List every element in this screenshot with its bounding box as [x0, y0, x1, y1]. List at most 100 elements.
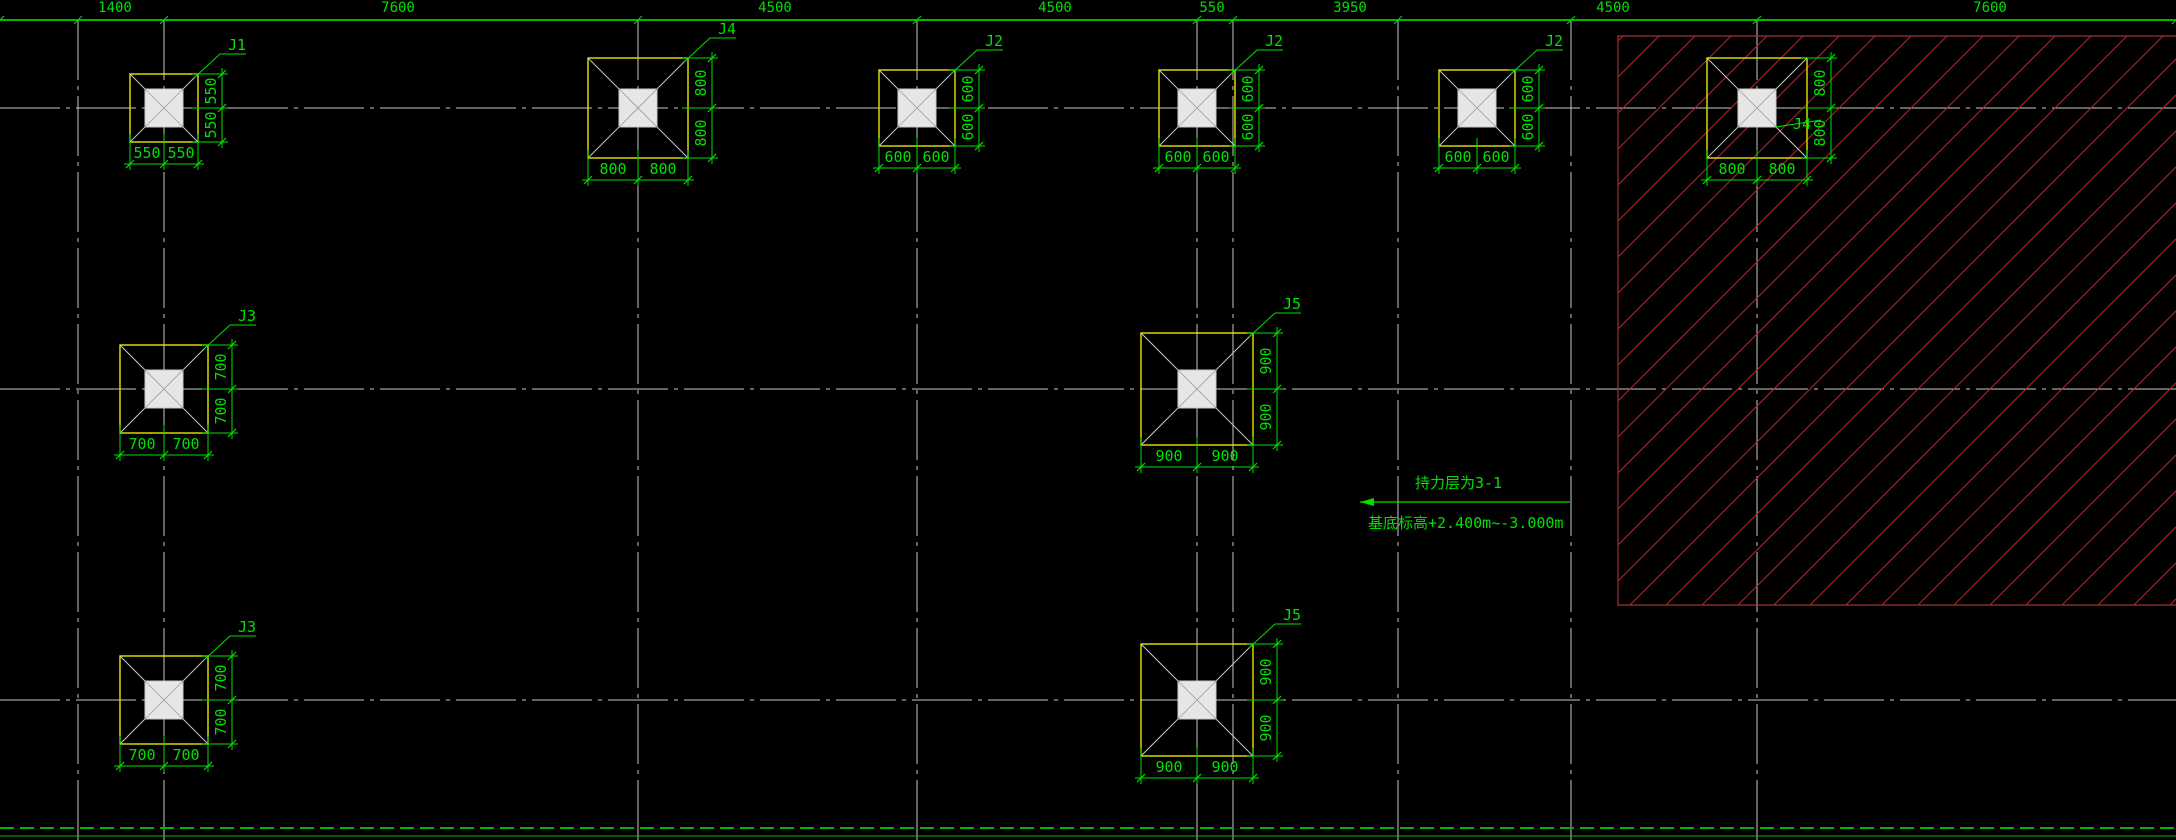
dim-tick	[1752, 175, 1762, 185]
axis-grid	[0, 19, 2176, 840]
dim-tick	[1272, 440, 1282, 450]
hatch-line	[1618, 36, 1804, 222]
dim-tick	[1702, 175, 1712, 185]
dim-label: 700	[212, 708, 230, 735]
footing-slope-line	[656, 57, 689, 90]
dim-tick	[1254, 103, 1264, 113]
footing-id-label: J2	[1545, 32, 1563, 50]
dim-tick	[1826, 153, 1836, 163]
dim-label: 700	[128, 435, 155, 453]
footing-id-label: J5	[1283, 606, 1301, 624]
footing-slope-line	[1215, 718, 1254, 757]
dim-tick	[227, 428, 237, 438]
dim-label: 900	[1155, 447, 1182, 465]
dim-label: 600	[1519, 75, 1537, 102]
dim-tick	[1272, 639, 1282, 649]
dim-tick	[874, 163, 884, 173]
dim-label: 600	[959, 113, 977, 140]
dim-tick	[1566, 15, 1576, 25]
column-hatch	[144, 88, 184, 128]
dim-tick	[1228, 15, 1238, 25]
bearing-layer-note: 持力层为3-1 基底标高+2.400m~-3.000m	[1360, 474, 1570, 532]
dim-label: 600	[1239, 75, 1257, 102]
footing-slope-line	[182, 655, 209, 682]
dim-tick	[683, 175, 693, 185]
footing-slope-line	[656, 126, 689, 159]
dim-label: 800	[692, 119, 710, 146]
dim-tick	[159, 761, 169, 771]
hatch-line	[1618, 36, 2092, 510]
leader-line	[1230, 49, 1258, 75]
dim-tick	[633, 15, 643, 25]
dim-tick	[227, 695, 237, 705]
dim-tick	[203, 450, 213, 460]
top-dim-label: 1400	[98, 0, 132, 16]
hatch-line	[1917, 346, 2176, 605]
dim-label: 550	[202, 77, 220, 104]
dim-tick	[1826, 53, 1836, 63]
dim-tick	[707, 103, 717, 113]
hatch-line	[1618, 36, 1948, 366]
footing-slope-line	[1775, 126, 1808, 159]
footing-slope-line	[1775, 57, 1808, 90]
footing-slope-line	[129, 73, 146, 90]
dim-label: 600	[1164, 148, 1191, 166]
dim-tick	[159, 450, 169, 460]
hatch-line	[1737, 166, 2176, 605]
dim-label: 700	[172, 746, 199, 764]
footing-slope-line	[119, 407, 146, 434]
hatched-region	[1617, 35, 2176, 606]
hatch-line	[2025, 454, 2176, 605]
dim-label: 800	[692, 69, 710, 96]
dim-label: 900	[1211, 758, 1238, 776]
leader-line	[1248, 312, 1276, 338]
dim-label: 800	[1718, 160, 1745, 178]
dim-tick	[1248, 462, 1258, 472]
dim-tick	[1272, 751, 1282, 761]
hatch-border	[1617, 35, 2176, 606]
footing-slope-line	[587, 126, 620, 159]
dim-label: 600	[1482, 148, 1509, 166]
dim-tick	[1826, 103, 1836, 113]
note-line-2: 基底标高+2.400m~-3.000m	[1368, 514, 1563, 532]
dim-tick	[1752, 15, 1762, 25]
dim-tick	[1472, 163, 1482, 173]
dim-tick	[912, 15, 922, 25]
footing-slope-line	[1140, 643, 1179, 682]
column-hatch	[1457, 88, 1497, 128]
footing-slope-line	[1438, 126, 1459, 147]
hatch-line	[1618, 36, 2128, 546]
leader-line	[203, 324, 231, 350]
leader-line	[1248, 623, 1276, 649]
footing-slope-line	[182, 126, 199, 143]
hatch-line	[1618, 36, 1732, 150]
dim-tick	[217, 69, 227, 79]
dim-tick	[115, 761, 125, 771]
dim-tick	[1136, 462, 1146, 472]
dim-label: 900	[1257, 714, 1275, 741]
dim-label: 600	[959, 75, 977, 102]
hatch-line	[1618, 36, 1912, 330]
footing-id-label: J5	[1283, 295, 1301, 313]
footing-slope-line	[1706, 126, 1739, 159]
dim-label: 600	[884, 148, 911, 166]
footing-slope-line	[1215, 407, 1254, 446]
leader-line	[683, 37, 711, 63]
hatch-line	[1953, 382, 2176, 605]
footing-slope-line	[1215, 332, 1254, 371]
hatch-line	[1989, 418, 2176, 605]
footing-slope-line	[1140, 332, 1179, 371]
hatch-line	[1701, 130, 2176, 605]
dim-tick	[950, 163, 960, 173]
dim-label: 800	[649, 160, 676, 178]
footing-slope-line	[182, 718, 209, 745]
dim-label: 900	[1257, 403, 1275, 430]
